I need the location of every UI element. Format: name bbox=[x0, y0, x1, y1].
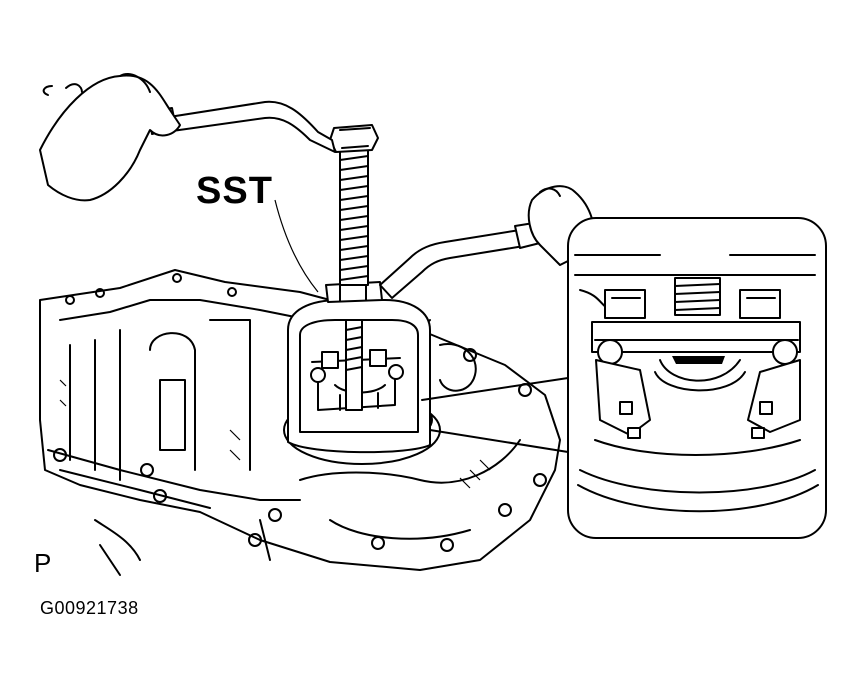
upper-hand bbox=[39, 73, 181, 202]
view-marker-label: P bbox=[34, 548, 52, 578]
figure-code-label: G00921738 bbox=[40, 598, 139, 618]
lower-wrench bbox=[379, 221, 545, 299]
leader-lines bbox=[274, 199, 569, 453]
case-shading bbox=[59, 379, 491, 489]
detail-inset bbox=[567, 217, 827, 539]
sst-puller bbox=[283, 124, 441, 465]
sst-callout-label: SST bbox=[196, 170, 273, 212]
